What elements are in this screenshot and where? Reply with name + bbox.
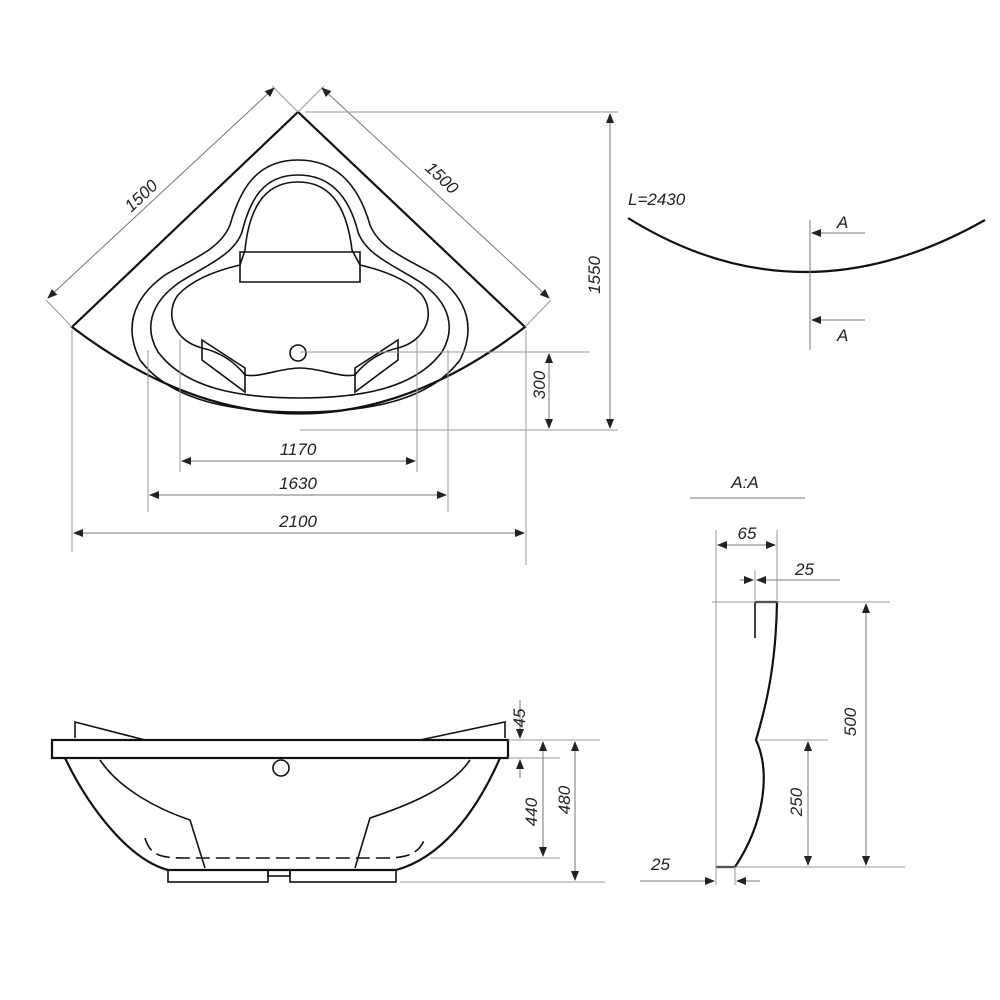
plan-basin bbox=[170, 181, 430, 377]
plan-drain bbox=[289, 344, 307, 362]
elevation-base-right bbox=[289, 869, 397, 883]
plan-outer-outline bbox=[70, 110, 527, 415]
dim-25-bottom: 25 bbox=[650, 855, 670, 874]
dim-440: 440 bbox=[522, 797, 541, 826]
dim-500: 500 bbox=[841, 707, 860, 736]
dim-25-top: 25 bbox=[794, 560, 814, 579]
section-title: A:A bbox=[730, 473, 758, 492]
elevation-inner-right bbox=[354, 759, 471, 869]
arc-curve bbox=[627, 217, 986, 274]
dim-1550: 1550 bbox=[585, 256, 604, 294]
section-profile bbox=[716, 600, 779, 869]
elevation-wing-right bbox=[419, 721, 506, 741]
dim-1630: 1630 bbox=[279, 474, 317, 493]
dim-300: 300 bbox=[530, 370, 549, 399]
elevation-rim bbox=[50, 738, 510, 760]
dim-45: 45 bbox=[510, 708, 529, 727]
dim-1500-left: 1500 bbox=[121, 176, 162, 216]
dim-line-1500-left bbox=[47, 87, 275, 299]
dim-2100: 2100 bbox=[278, 512, 317, 531]
dim-480: 480 bbox=[555, 785, 574, 814]
elevation-wing-left bbox=[74, 720, 146, 741]
elevation-base-left bbox=[167, 869, 269, 883]
elevation-basin-floor bbox=[144, 837, 426, 859]
plan-view: 1500 1500 1550 300 1170 1630 2100 bbox=[45, 85, 618, 565]
plan-armrest-right bbox=[354, 338, 399, 394]
dim-65: 65 bbox=[738, 524, 757, 543]
dim-1170: 1170 bbox=[280, 440, 317, 459]
elevation-body bbox=[64, 757, 502, 872]
elevation-inner-left bbox=[99, 759, 206, 869]
section-view: A:A 65 25 500 250 25 bbox=[640, 473, 905, 885]
dim-line-1500-right bbox=[321, 87, 550, 299]
plan-armrest-left bbox=[201, 338, 246, 394]
section-mark-top: A bbox=[836, 213, 848, 232]
dim-1500-right: 1500 bbox=[421, 158, 462, 198]
dim-250: 250 bbox=[787, 787, 806, 817]
elevation-view: 45 440 480 bbox=[50, 700, 605, 883]
section-mark-bottom: A bbox=[836, 326, 848, 345]
elevation-overflow bbox=[272, 759, 290, 777]
plan-headrest bbox=[239, 251, 361, 283]
arc-view: L=2430 A A bbox=[627, 190, 986, 350]
arc-length-label: L=2430 bbox=[628, 190, 686, 209]
